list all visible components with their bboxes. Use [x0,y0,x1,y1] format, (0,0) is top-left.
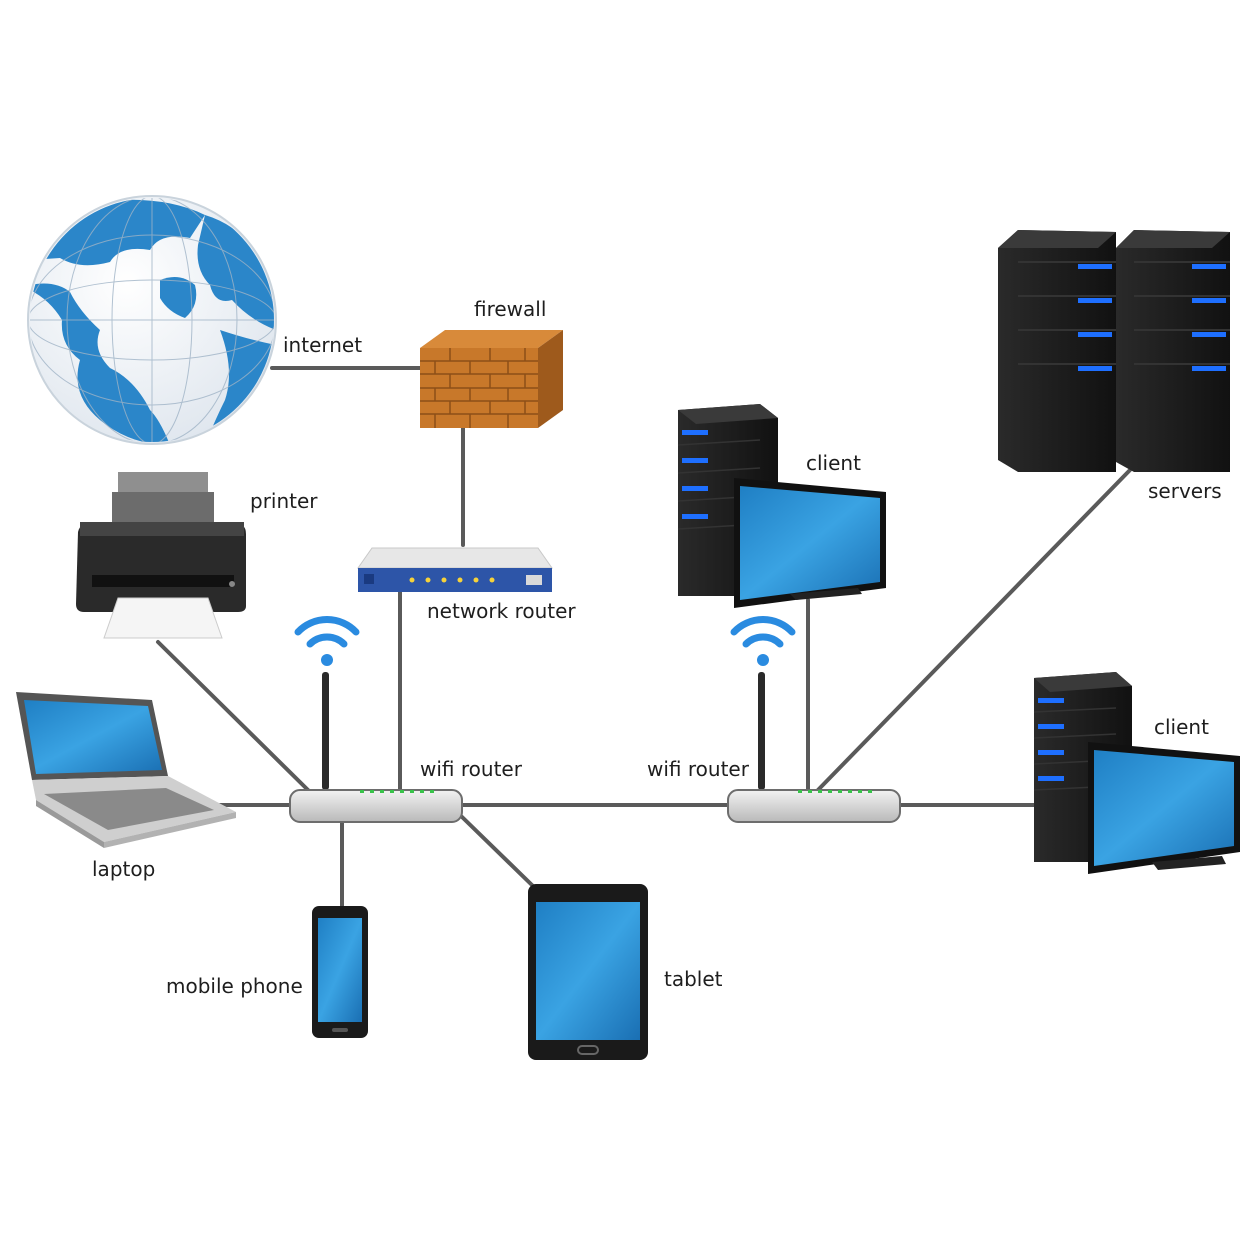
servers-icon [998,230,1230,472]
wifi-signal-icon [730,616,796,666]
label-printer: printer [250,489,318,513]
mobile-phone-icon [312,906,368,1038]
tablet-icon [528,884,648,1060]
wifi-router-icon [727,672,901,823]
label-tablet: tablet [664,967,723,991]
label-mobile-phone: mobile phone [166,974,303,998]
label-client-top: client [806,451,861,475]
printer-icon [76,472,246,639]
label-wifi-router-left: wifi router [420,757,523,781]
cables [156,366,1132,912]
label-laptop: laptop [92,857,155,881]
wifi-router-icon [289,672,463,823]
network-router-icon [357,547,553,592]
globe-icon [27,195,277,445]
firewall-icon [420,330,563,428]
cable-printer-wifi-router [156,640,312,794]
client-computer-icon [677,404,886,608]
label-client-right: client [1154,715,1209,739]
laptop-icon [16,692,236,848]
label-internet: internet [283,333,362,357]
wifi-signal-icon [294,616,360,666]
label-network-router: network router [427,599,576,623]
cable-servers-wifi-router [816,468,1132,792]
label-firewall: firewall [474,297,546,321]
label-servers: servers [1148,479,1222,503]
label-wifi-router-right: wifi router [647,757,750,781]
client-computer-icon [1033,672,1240,874]
cable-wifi-router-tablet [458,813,537,890]
